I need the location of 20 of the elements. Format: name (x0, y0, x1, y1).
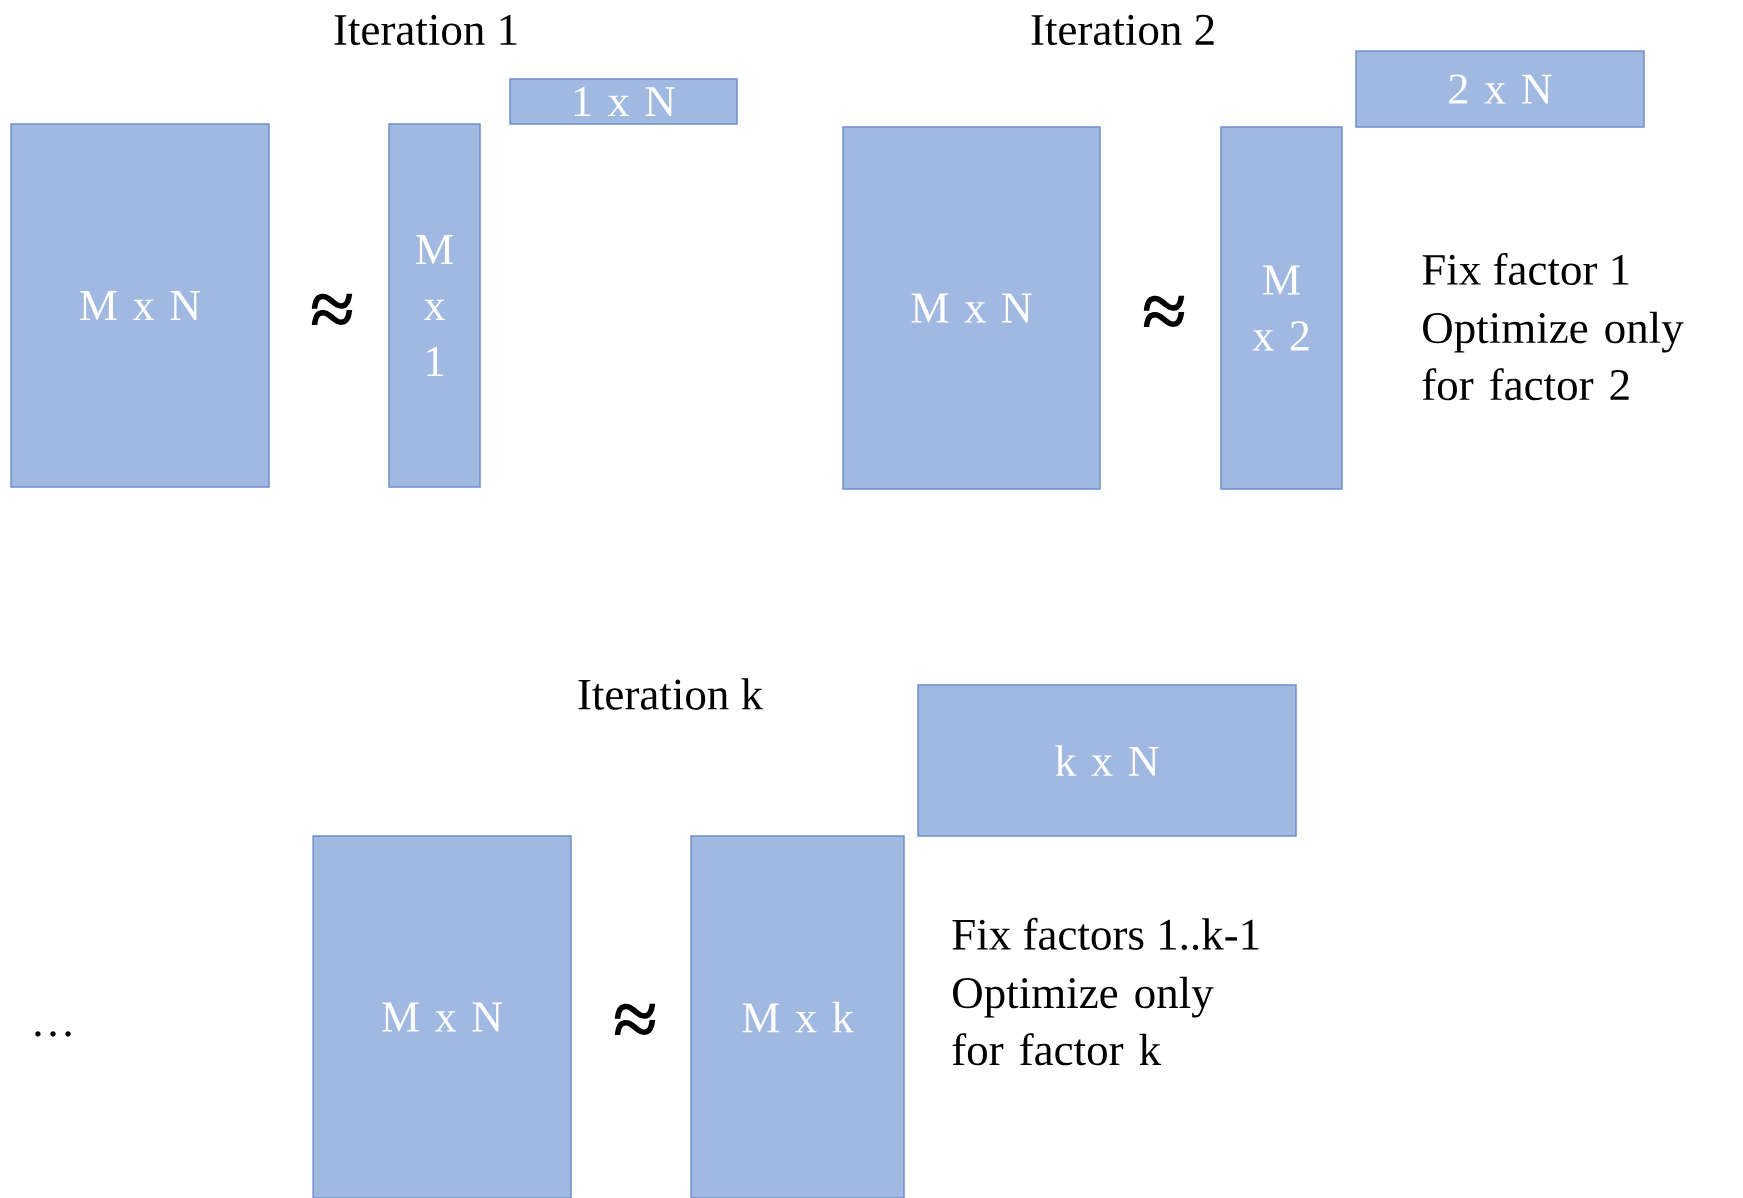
matrix-box: M x 2 (1220, 126, 1343, 490)
matrix-box: M x N (842, 126, 1101, 490)
matrix-box: k x N (917, 684, 1297, 837)
note-text: Optimize only for factor 2 (1422, 311, 1684, 401)
matrix-box: M x 1 (388, 123, 481, 488)
note-text: Fix factors 1..k-1 (952, 917, 1259, 951)
approx-sign: ≈ (1143, 295, 1185, 327)
matrix-box: 1 x N (509, 78, 738, 125)
note-text: Optimize only for factor k (952, 976, 1214, 1066)
approx-sign: ≈ (614, 1003, 656, 1035)
iteration-heading: Iteration k (578, 678, 764, 710)
ellipsis: … (35, 1031, 71, 1037)
matrix-box: M x N (312, 835, 572, 1198)
note-text: Fix factor 1 (1422, 252, 1629, 286)
iteration-heading: Iteration 2 (1031, 14, 1214, 46)
matrix-box: M x N (10, 123, 270, 488)
iteration-heading: Iteration 1 (334, 14, 517, 46)
approx-sign: ≈ (311, 293, 353, 325)
matrix-box: M x k (690, 835, 905, 1198)
matrix-box: 2 x N (1355, 50, 1645, 128)
